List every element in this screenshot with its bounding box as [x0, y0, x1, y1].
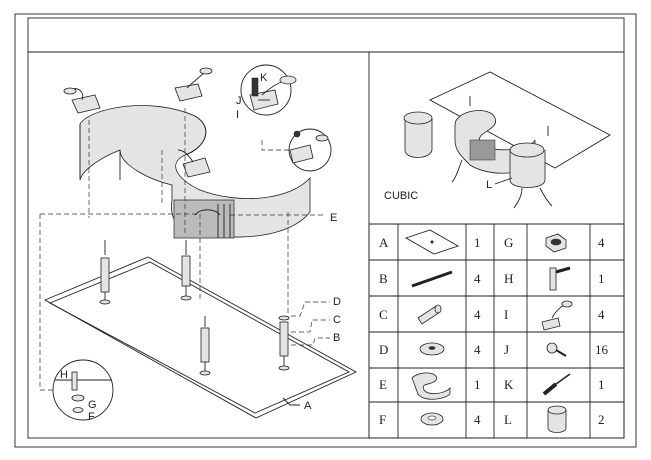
- assembled-stool: [509, 150, 546, 188]
- qty-k: 1: [598, 377, 605, 392]
- qty-b: 4: [474, 271, 481, 286]
- product-name: CUBIC: [384, 190, 418, 202]
- label-d: D: [333, 296, 341, 308]
- allen-key-icon: [549, 266, 571, 291]
- leg-2: [180, 240, 192, 301]
- label-f: F: [88, 411, 95, 423]
- s-base-icon: [411, 372, 451, 400]
- inner-frame: [27, 17, 625, 439]
- detail-circle-top: [240, 64, 292, 116]
- label-i: I: [236, 109, 239, 121]
- glass-plate-icon: [404, 229, 460, 255]
- leg-4: [278, 315, 290, 371]
- label-k: K: [260, 72, 268, 84]
- screw-icon: [546, 342, 567, 357]
- exploded-view: D C B A E K J I H G F: [39, 64, 357, 423]
- bracket-icon: [541, 300, 573, 331]
- letter-b: B: [379, 271, 388, 286]
- label-j: J: [236, 95, 242, 107]
- letter-l: L: [504, 412, 512, 427]
- letter-j: J: [504, 342, 509, 357]
- letter-h: H: [504, 271, 513, 286]
- qty-f: 4: [474, 412, 481, 427]
- assembled-view: CUBIC L: [384, 71, 611, 209]
- letter-d: D: [379, 342, 388, 357]
- letter-f: F: [379, 412, 386, 427]
- label-h: H: [60, 369, 68, 381]
- letter-c: C: [379, 307, 388, 322]
- leg-3: [199, 316, 211, 376]
- label-c: C: [333, 314, 341, 326]
- label-e: E: [330, 212, 337, 224]
- qty-j: 16: [595, 342, 609, 357]
- label-b: B: [333, 332, 340, 344]
- label-g: G: [88, 399, 97, 411]
- qty-i: 4: [598, 307, 605, 322]
- qty-c: 4: [474, 307, 481, 322]
- nut-icon: [545, 233, 567, 253]
- assembled-glass-top: [429, 71, 611, 169]
- letter-g: G: [504, 235, 513, 250]
- label-a: A: [304, 400, 312, 412]
- qty-d: 4: [474, 342, 481, 357]
- letter-k: K: [504, 377, 514, 392]
- label-l: L: [486, 179, 492, 191]
- threaded-rod-icon: [411, 270, 453, 288]
- qty-g: 4: [598, 235, 605, 250]
- disc-cap-icon: [419, 342, 445, 356]
- tube-leg-icon: [417, 304, 442, 325]
- qty-l: 2: [598, 412, 605, 427]
- qty-a: 1: [474, 235, 481, 250]
- s-base-panel: [173, 199, 235, 239]
- stool-icon: [547, 405, 567, 433]
- bracket-i-3: [177, 149, 211, 178]
- glass-top-outline: [43, 256, 357, 419]
- parts-table: A 1 G 4 B 4 H 1 C 4 I: [368, 223, 625, 439]
- qty-e: 1: [474, 377, 481, 392]
- bracket-i-2: [174, 67, 213, 102]
- leg-1: [99, 240, 111, 305]
- letter-e: E: [379, 377, 387, 392]
- letter-i: I: [504, 307, 508, 322]
- letter-a: A: [379, 235, 389, 250]
- qty-h: 1: [598, 271, 605, 286]
- screwdriver-icon: [542, 373, 571, 396]
- washer-icon: [420, 412, 444, 426]
- glass-top-inner: [48, 261, 351, 414]
- outer-frame: [14, 13, 637, 448]
- bracket-i-1: [63, 87, 101, 114]
